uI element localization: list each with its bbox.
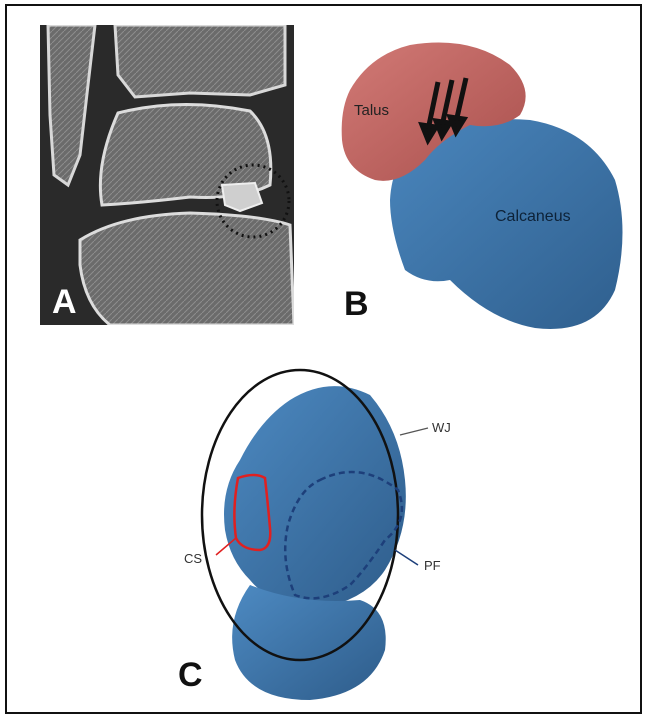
pf-leader-line [395,550,418,565]
talus-calcaneus-render [330,30,630,340]
tibia-bone [115,25,285,97]
panel-b-3d-model: Talus Calcaneus B [330,30,630,340]
ct-image [40,25,294,325]
panel-c-3d-model: WJ CS PF C [160,360,490,705]
calcaneus-label: Calcaneus [495,208,571,226]
panel-a-ct-scan: A [40,25,294,325]
wj-leader-line [400,428,428,435]
cs-label: CS [184,551,202,566]
calcaneus-facet-render [160,360,490,705]
calcaneus-upper-shape [224,386,406,608]
calcaneus-bone-ct [80,213,294,325]
talus-label: Talus [354,102,389,119]
panel-c-letter: C [178,656,203,695]
pf-label: PF [424,558,441,573]
panel-a-letter: A [52,283,77,322]
panel-b-letter: B [344,285,369,324]
wj-label: WJ [432,420,451,435]
